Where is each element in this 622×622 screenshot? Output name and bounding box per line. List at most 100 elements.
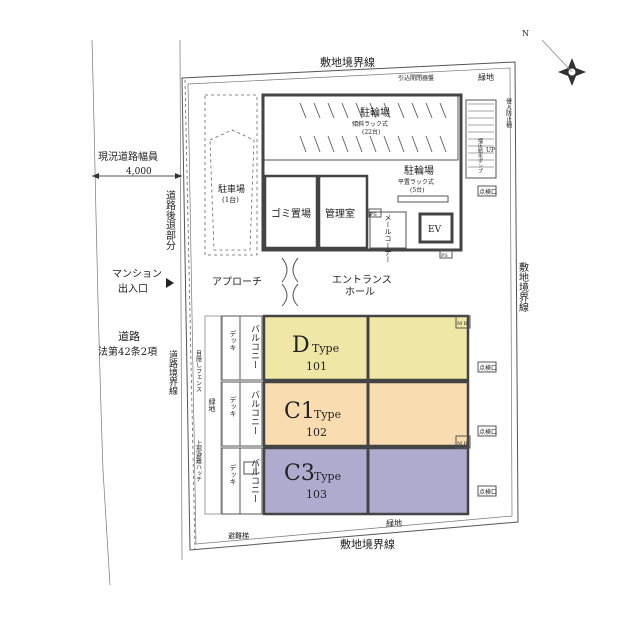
water-pump-label: 増圧給水ポンプ: [477, 137, 483, 173]
parking-label: 駐車場: [218, 183, 245, 195]
ps1-label: PS: [370, 212, 377, 218]
mb-label-101: M B: [457, 321, 468, 327]
blind-fence-label: 目隠しフェンス: [195, 350, 202, 392]
green-bottom-label: 緑地: [386, 518, 402, 528]
bicycle-rack-slot: [369, 102, 377, 119]
bicycle-parking-2-label: 駐輪場: [404, 164, 434, 177]
garbage-room: [263, 174, 319, 250]
entrance-hall-label-2: ホール: [345, 286, 375, 298]
bicycle-rack-slot: [397, 135, 405, 153]
mail-corner-area: [369, 211, 407, 249]
inspection-label-4: 点検口: [479, 488, 497, 496]
inspection-label-3: 点検口: [479, 428, 497, 436]
site-boundary-top-label: 敷地境界線: [320, 55, 375, 69]
bicycle-parking-1-type: 傾斜ラック式: [352, 120, 388, 128]
unit-101-type-suffix: Type: [312, 342, 339, 355]
bicycle-rack-slot: [355, 102, 363, 119]
bicycle-rack-slot: [369, 135, 377, 153]
up-label: UP: [486, 147, 495, 154]
deck-101: [221, 315, 241, 381]
dimension-arrow-right: [175, 173, 182, 179]
bicycle-parking-2-type: 平置ラック式: [398, 178, 434, 186]
entrance-hall-label-1: エントランス: [332, 274, 392, 286]
inspection-label-2: 点検口: [479, 364, 497, 372]
intrusion-prevention-label: 侵入防止柵: [505, 97, 512, 128]
unit-101-deck: デッキ: [229, 329, 237, 351]
unit-103-type-suffix: Type: [314, 470, 341, 483]
inspection-hatch-3: [477, 425, 497, 437]
parking-area: [204, 94, 258, 256]
dimension-arrow-left: [92, 173, 99, 179]
unit-101-type: D: [292, 333, 310, 358]
ps-box-1: [368, 208, 382, 218]
site-boundary-right-label: 敷地境界線: [517, 261, 529, 312]
evac-ladder-label: 避難梯: [228, 531, 249, 540]
unit-103-type: C3: [284, 461, 315, 486]
bicycle-rack-slot: [327, 135, 335, 153]
bicycle-rack-slot: [341, 135, 349, 153]
road-label: 道路: [118, 329, 140, 343]
compass-label: N: [522, 29, 529, 38]
bicycle-rack-slot: [313, 135, 321, 153]
deck-102: [221, 381, 241, 447]
entrance-door-left: [281, 257, 299, 283]
inspection-hatch-4: [477, 485, 497, 497]
bicycle-rack-slot: [439, 135, 447, 153]
bicycle-rack-slot: [327, 102, 335, 119]
ps2-label: PS: [441, 253, 448, 259]
unit-103-number: 103: [306, 488, 327, 501]
elevator-shaft: [418, 212, 454, 244]
parking-count: (1台): [222, 195, 239, 204]
inspection-label-1: 点検口: [479, 188, 497, 196]
road-law-label: 法第42条2項: [98, 345, 157, 358]
entrance-door-right: [281, 283, 299, 307]
management-room: [317, 174, 369, 250]
mb-box-101: [455, 315, 471, 329]
bicycle-racks: [299, 102, 447, 153]
bicycle-rack-slot: [411, 102, 419, 119]
bicycle-rack-slot: [439, 102, 447, 119]
mail-corner-label: メールコーナー: [384, 214, 392, 263]
road-width-label: 現況道路幅員: [98, 150, 158, 163]
bicycle-rack-slot: [383, 102, 391, 119]
bicycle-rack-slot: [383, 135, 391, 153]
road-setback-line: [179, 39, 183, 561]
site-boundary-bottom-label: 敷地境界線: [340, 537, 395, 551]
unit-101-number: 101: [306, 360, 327, 373]
green-top-label: 緑地: [478, 72, 494, 82]
bicycle-rack-slot: [299, 102, 307, 119]
mansion-entrance-label-1: マンション: [112, 269, 162, 280]
ps-box-2: [439, 249, 453, 259]
stair-treads: [468, 103, 494, 168]
unit-102-deck: デッキ: [229, 395, 237, 417]
unit-102-balcony: バルコニー: [249, 390, 260, 435]
entrance-arrow-icon: [166, 278, 174, 288]
bicycle-rack-slot: [425, 102, 433, 119]
mansion-entrance-label-2: 出入口: [118, 282, 148, 295]
garbage-room-label: ゴミ置場: [271, 207, 311, 220]
unit-101-fill: [262, 314, 470, 382]
unit-101-balcony: バルコニー: [249, 324, 260, 369]
road-boundary-dots: [184, 79, 196, 551]
bicycle-rack-slot: [313, 102, 321, 119]
bicycle-rack-slot: [411, 135, 419, 153]
bicycle-parking-1-label: 駐輪場: [360, 106, 390, 119]
management-room-label: 管理室: [325, 207, 355, 220]
bicycle-rack-slot: [299, 135, 307, 153]
unit-102-fill: [262, 380, 470, 448]
ev-label: EV: [428, 225, 442, 235]
unit-102-type-suffix: Type: [314, 408, 341, 421]
road-width-value: 4,000: [126, 167, 152, 177]
blind-fence-area: [204, 315, 222, 515]
building-upper-block: [261, 93, 463, 252]
bicycle-parking-1-count: (22台): [362, 128, 380, 136]
unit-102-number: 102: [306, 426, 327, 439]
compass-icon: [541, 39, 586, 86]
approach-label: アプローチ: [212, 276, 262, 288]
evac-hatch: [243, 461, 257, 475]
bicycle-rack-slot: [341, 102, 349, 119]
bicycle-parking-2-rack: [397, 195, 449, 203]
parking-car-outline: [209, 129, 255, 251]
unit-103-fill: [262, 446, 470, 516]
